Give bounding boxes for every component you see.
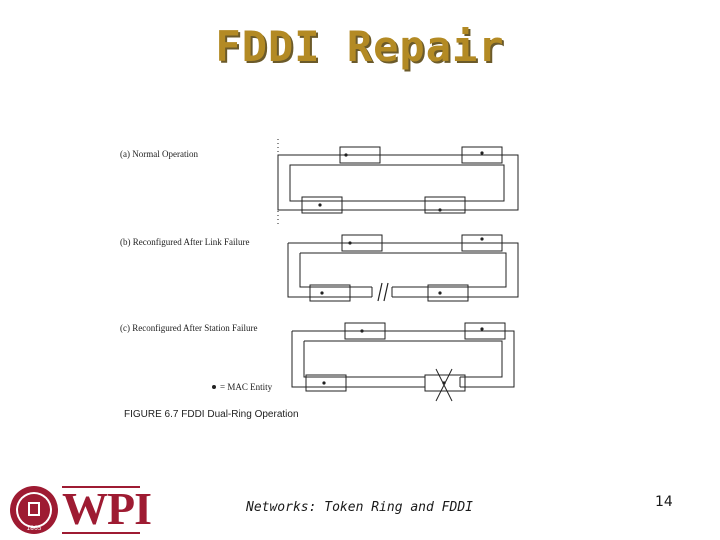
wpi-seal-icon: 1865 [10, 486, 58, 534]
wpi-logo-text: WPI [62, 483, 152, 534]
panel-c-rings [291, 322, 515, 392]
panel-a-label: (a) Normal Operation [120, 149, 198, 159]
panel-b-label: (b) Reconfigured After Link Failure [120, 237, 249, 247]
slide-title: FDDI Repair [215, 22, 505, 71]
seal-year: 1865 [26, 525, 41, 532]
figure-caption: FIGURE 6.7 FDDI Dual-Ring Operation [124, 409, 299, 420]
panel-c-mac-dots [322, 327, 484, 385]
slide-footer: Networks: Token Ring and FDDI [246, 500, 473, 515]
panel-c-failed-station-mark [435, 368, 453, 402]
panel-c-label: (c) Reconfigured After Station Failure [120, 323, 257, 333]
panel-a-rings [277, 139, 519, 225]
wpi-bottom-rule [62, 532, 140, 534]
panel-b-link-break [377, 282, 389, 302]
fddi-dual-ring-diagram: (a) Normal Operation (b) Reconfigured Af… [120, 139, 519, 420]
wpi-top-rule [62, 486, 140, 488]
panel-a-mac-dots [318, 151, 484, 212]
legend-label: = MAC Entity [220, 382, 273, 392]
page-number: 14 [655, 494, 673, 510]
panel-b-rings [287, 234, 519, 302]
panel-b-mac-dots [320, 237, 484, 295]
mac-entity-legend-dot [212, 385, 216, 389]
